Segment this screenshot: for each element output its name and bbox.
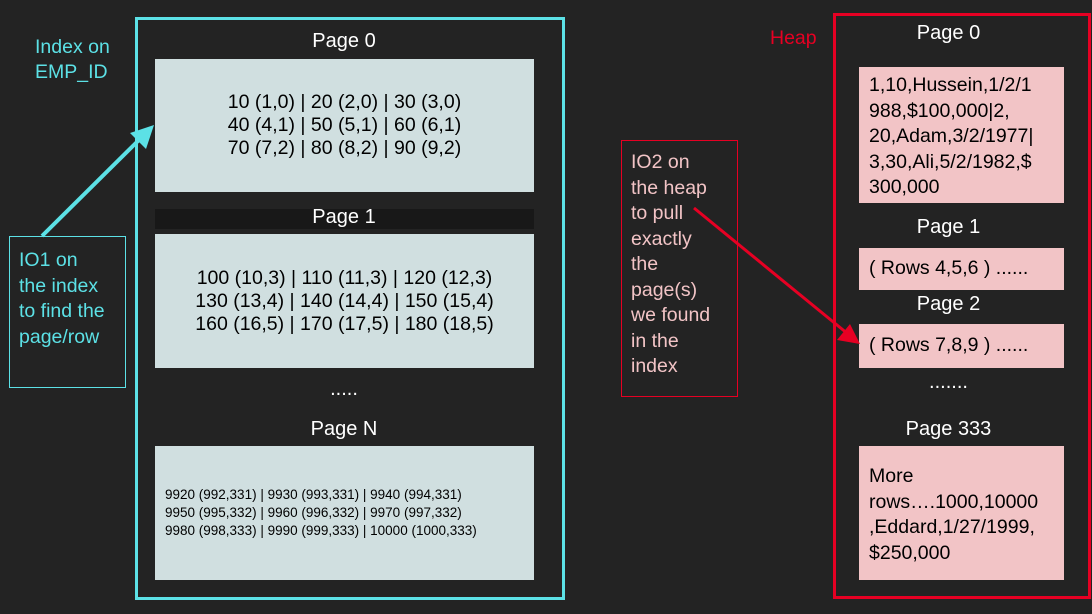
index-entry-row: 9980 (998,333) | 9990 (999,333) | 10000 …: [165, 523, 477, 538]
io2-note-line: the: [631, 253, 659, 275]
heap-page-1: ( Rows 4,5,6 ) ......: [859, 248, 1064, 290]
io1-note: IO1 on the index to find the page/row: [9, 236, 126, 388]
io2-note-line: we found: [631, 304, 711, 326]
heap-row: 300,000: [869, 176, 940, 198]
index-entry-row: 10 (1,0) | 20 (2,0) | 30 (3,0): [227, 91, 462, 113]
heap-ellipsis: .......: [929, 371, 968, 393]
io2-note-line: exactly: [631, 227, 692, 250]
io2-note-line: IO2 on: [631, 151, 690, 173]
heap-row: ,Eddard,1/27/1999,: [869, 516, 1035, 538]
io2-note-line: the heap: [631, 176, 707, 199]
io2-note: IO2 on the heap to pull exactly the page…: [621, 140, 738, 397]
heap-row: 3,30,Ali,5/2/1982,$: [869, 150, 1032, 173]
index-page-n: 9920 (992,331) | 9930 (993,331) | 9940 (…: [155, 446, 534, 580]
heap-page-0: 1,10,Hussein,1/2/1 988,$100,000|2, 20,Ad…: [859, 67, 1064, 203]
heap-row: 988,$100,000|2,: [869, 99, 1010, 122]
index-label: Index on EMP_ID: [35, 35, 110, 85]
heap-page-2: ( Rows 7,8,9 ) ......: [859, 324, 1064, 368]
heap-page-title: Page 1: [916, 216, 981, 238]
io1-arrow: [40, 125, 154, 238]
index-label-line: EMP_ID: [35, 61, 108, 83]
index-page-title: Page N: [310, 418, 378, 440]
heap-row: ( Rows 7,8,9 ) ......: [869, 334, 1029, 356]
heap-page-title: Page 0: [916, 22, 981, 44]
io1-note-line: IO1 on: [19, 249, 78, 271]
heap-row: rows….1000,10000: [869, 490, 1039, 513]
io1-note-line: page/row: [19, 325, 100, 348]
index-entry-row: 100 (10,3) | 110 (11,3) | 120 (12,3): [196, 266, 493, 289]
index-entry-row: 9920 (992,331) | 9930 (993,331) | 9940 (…: [165, 487, 462, 502]
index-page-0: 10 (1,0) | 20 (2,0) | 30 (3,0) 40 (4,1) …: [155, 59, 534, 192]
index-label-line: Index on: [35, 36, 110, 58]
heap-row: $250,000: [869, 541, 951, 564]
io2-note-line: to pull: [631, 202, 684, 224]
heap-page-title: Page 2: [916, 293, 981, 315]
io1-note-line: the index: [19, 274, 99, 297]
io2-note-line: page(s): [631, 278, 698, 301]
index-page-title-bar: [155, 209, 534, 229]
heap-row: 1,10,Hussein,1/2/1: [869, 74, 1032, 96]
index-entry-row: 9950 (995,332) | 9960 (996,332) | 9970 (…: [165, 505, 462, 520]
index-container: [135, 17, 565, 600]
index-page-title: Page 0: [312, 30, 376, 52]
index-page-1: 100 (10,3) | 110 (11,3) | 120 (12,3) 130…: [155, 234, 534, 368]
heap-label: Heap: [770, 27, 817, 49]
index-page-title: Page 1: [312, 206, 376, 228]
io2-note-line: in the: [631, 329, 679, 352]
heap-page-title: Page 333: [905, 418, 992, 440]
io1-note-line: to find the: [19, 300, 105, 322]
heap-row: ( Rows 4,5,6 ) ......: [869, 257, 1029, 279]
index-entry-row: 130 (13,4) | 140 (14,4) | 150 (15,4): [195, 289, 494, 312]
index-entry-row: 40 (4,1) | 50 (5,1) | 60 (6,1): [227, 114, 462, 136]
index-entry-row: 70 (7,2) | 80 (8,2) | 90 (9,2): [227, 137, 462, 159]
index-ellipsis: .....: [330, 378, 358, 400]
io2-note-line: index: [631, 355, 678, 377]
heap-container: [833, 13, 1091, 599]
heap-row: 20,Adam,3/2/1977|: [869, 125, 1034, 147]
io2-arrow: [693, 206, 860, 344]
index-entry-row: 160 (16,5) | 170 (17,5) | 180 (18,5): [195, 312, 494, 335]
heap-page-333: More rows….1000,10000 ,Eddard,1/27/1999,…: [859, 446, 1064, 580]
heap-row: More: [869, 465, 914, 487]
